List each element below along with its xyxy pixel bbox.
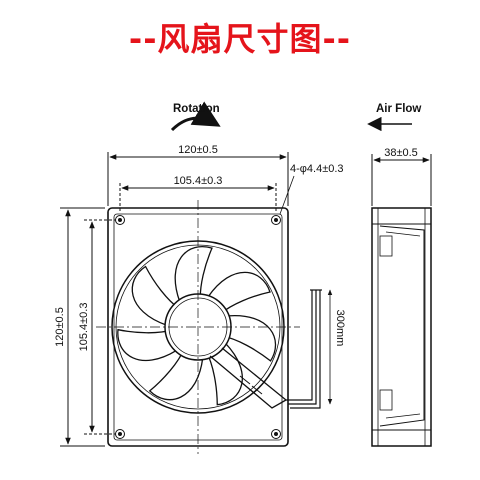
- page-title: --风扇尺寸图--: [128, 20, 352, 58]
- hole-size-label: 4-φ4.4±0.3: [290, 163, 344, 175]
- side-view: [367, 116, 432, 447]
- height-label: 120±0.5: [54, 307, 66, 347]
- fan-blades: [117, 246, 276, 406]
- rotation-label: Rotation: [173, 103, 220, 115]
- hole-spacing-label: 105.4±0.3: [174, 175, 223, 187]
- width-label: 120±0.5: [178, 144, 218, 156]
- front-view: [60, 101, 333, 454]
- hole-spacing-vertical-label: 105.4±0.3: [78, 303, 90, 352]
- mounting-hole-icon: [115, 215, 281, 439]
- thickness-label: 38±0.5: [384, 147, 418, 159]
- rotation-arrow-icon: [170, 101, 221, 132]
- cable-length-label: 300mm: [334, 310, 346, 347]
- cable: [286, 289, 322, 409]
- airflow-label: Air Flow: [376, 103, 421, 115]
